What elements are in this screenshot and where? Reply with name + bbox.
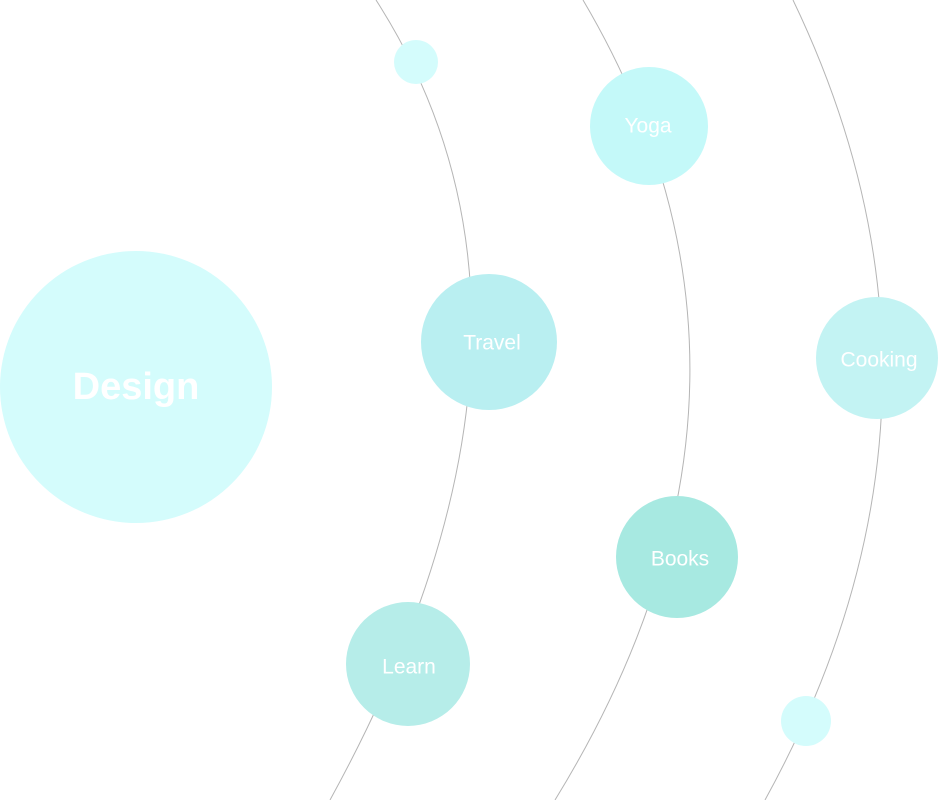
center-node[interactable]: Design <box>0 251 272 523</box>
topic-node-travel[interactable]: Travel <box>421 274 557 410</box>
topic-node-books[interactable]: Books <box>616 496 738 618</box>
topic-node-circle[interactable] <box>346 602 470 726</box>
topic-node-yoga[interactable]: Yoga <box>590 67 708 185</box>
topic-node-circle[interactable] <box>590 67 708 185</box>
small-node[interactable] <box>781 696 831 746</box>
topic-node-cooking[interactable]: Cooking <box>816 297 938 419</box>
topic-node-circle[interactable] <box>616 496 738 618</box>
center-node-circle[interactable] <box>0 251 272 523</box>
topic-node-learn[interactable]: Learn <box>346 602 470 726</box>
topic-node-circle[interactable] <box>421 274 557 410</box>
small-node[interactable] <box>394 40 438 84</box>
topic-node-circle[interactable] <box>816 297 938 419</box>
